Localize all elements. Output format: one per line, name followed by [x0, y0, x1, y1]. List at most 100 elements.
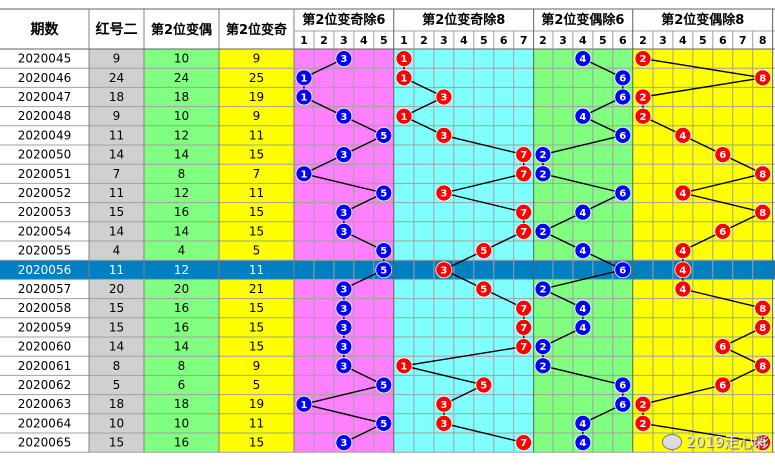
cell-odd: 19	[249, 397, 264, 411]
trend-line-4	[642, 422, 763, 444]
cell-even: 16	[174, 320, 189, 334]
ball-2	[475, 242, 493, 260]
ball-label-3: 2	[539, 342, 546, 353]
ball-3	[534, 338, 552, 356]
ball-1	[335, 203, 353, 221]
subheader-2-3: 3	[440, 34, 448, 47]
subheader-4-4: 4	[679, 34, 687, 47]
ball-4	[754, 299, 772, 317]
ball-label-4: 4	[679, 246, 686, 257]
ball-3	[534, 280, 552, 298]
ball-3	[574, 434, 592, 452]
watermark: 2019走心彩	[661, 431, 769, 452]
ball-3	[574, 242, 592, 260]
ball-2	[395, 69, 413, 87]
ball-label-2: 1	[400, 112, 407, 123]
header-even: 第2位变偶	[151, 22, 212, 38]
trend-line-4	[642, 384, 723, 405]
ball-label-4: 8	[759, 169, 766, 180]
cell-period: 2020049	[18, 128, 71, 142]
ball-1	[375, 414, 393, 432]
ball-label-3: 2	[539, 169, 546, 180]
ball-label-3: 6	[619, 93, 626, 104]
cell-period: 2020050	[18, 148, 71, 162]
ball-1	[335, 50, 353, 67]
ball-2	[515, 222, 533, 240]
cell-red2: 15	[109, 205, 124, 219]
ball-label-3: 6	[619, 131, 626, 142]
ball-label-4: 4	[679, 131, 686, 142]
cell-even: 16	[174, 301, 189, 315]
subheader-2-6: 6	[500, 34, 508, 47]
ball-2	[475, 376, 493, 394]
ball-label-1: 1	[300, 73, 307, 84]
cell-period: 2020048	[18, 109, 71, 123]
subheader-1-5: 5	[380, 34, 388, 47]
ball-1	[295, 395, 313, 413]
ball-4	[754, 318, 772, 336]
group-bg-2	[394, 49, 534, 453]
cell-even: 12	[174, 186, 189, 200]
cell-red2: 4	[113, 244, 121, 258]
cell-even: 18	[174, 90, 189, 104]
ball-1	[335, 280, 353, 298]
cell-even: 20	[174, 282, 189, 296]
ball-4	[634, 414, 652, 432]
cell-odd: 21	[249, 282, 264, 296]
subheader-3-3: 3	[559, 34, 567, 47]
cell-even: 12	[174, 263, 189, 277]
ball-label-2: 1	[400, 361, 407, 372]
cell-odd: 11	[249, 186, 264, 200]
cell-odd: 15	[249, 148, 264, 162]
ball-2	[515, 165, 533, 183]
ball-label-1: 3	[340, 438, 347, 449]
cell-even: 8	[178, 359, 186, 373]
cell-red2: 18	[109, 90, 124, 104]
cell-red2: 18	[109, 397, 124, 411]
ball-2	[395, 107, 413, 125]
ball-4	[754, 165, 772, 183]
subheader-3-4: 4	[579, 34, 587, 47]
ball-4	[714, 146, 732, 164]
ball-label-2: 5	[480, 285, 487, 296]
cell-red2: 14	[109, 224, 124, 238]
ball-4	[674, 261, 692, 279]
ball-label-1: 3	[340, 304, 347, 315]
watermark-text: 2019走心彩	[685, 433, 769, 451]
ball-2	[435, 126, 453, 144]
ball-3	[614, 88, 632, 106]
ball-label-1: 5	[380, 189, 387, 200]
cell-red2: 20	[109, 282, 124, 296]
ball-label-1: 5	[380, 131, 387, 142]
trend-line-4	[682, 173, 763, 194]
trend-line-4	[682, 288, 763, 309]
ball-2	[515, 318, 533, 336]
ball-1	[335, 299, 353, 317]
ball-4	[674, 184, 692, 202]
ball-1	[335, 107, 353, 125]
ball-label-2: 3	[440, 131, 447, 142]
subheader-4-6: 6	[719, 34, 727, 47]
cell-period: 2020055	[18, 244, 71, 258]
cell-odd: 11	[249, 263, 264, 277]
cell-red2: 5	[113, 378, 121, 392]
ball-label-2: 7	[520, 208, 527, 219]
cell-period: 2020059	[18, 320, 71, 334]
cell-period: 2020065	[18, 436, 71, 450]
ball-3	[574, 107, 592, 125]
wechat-icon	[661, 433, 682, 450]
cell-red2: 24	[109, 71, 124, 85]
ball-4	[634, 88, 652, 106]
ball-label-1: 3	[340, 361, 347, 372]
ball-2	[435, 88, 453, 106]
ball-label-3: 6	[619, 189, 626, 200]
ball-label-4: 8	[759, 208, 766, 219]
cell-period: 2020057	[18, 282, 71, 296]
ball-3	[534, 357, 552, 375]
ball-label-3: 2	[539, 285, 546, 296]
ball-4	[674, 126, 692, 144]
ball-label-4: 2	[639, 112, 646, 123]
ball-1	[335, 434, 353, 452]
ball-label-2: 3	[440, 93, 447, 104]
